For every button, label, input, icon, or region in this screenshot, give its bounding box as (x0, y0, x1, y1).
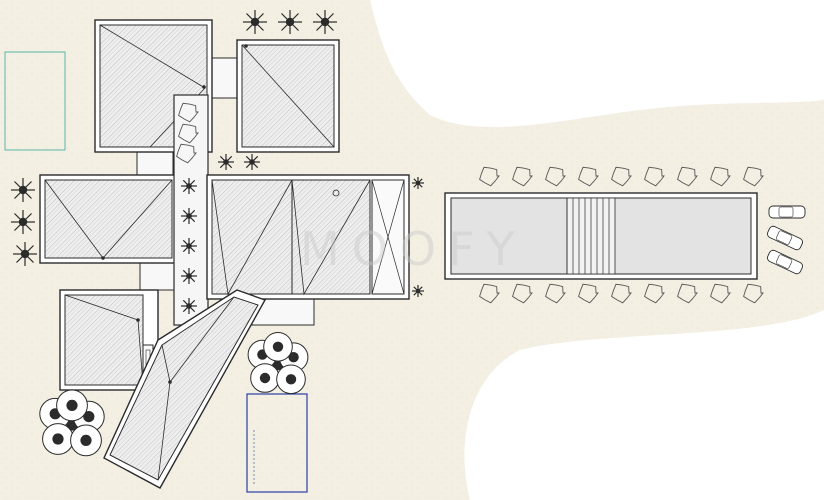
parked-cars (767, 205, 806, 275)
hedge-cloud-icon (743, 166, 764, 187)
hedge-cloud-icon (644, 283, 665, 304)
hedge-cloud-icon (710, 166, 731, 187)
roof-west-wing (39, 174, 178, 264)
hedge-cloud-icon (512, 283, 533, 304)
hedge-cloud-icon (176, 143, 197, 164)
palm-star-icon (218, 154, 234, 170)
palm-star-icon (412, 177, 424, 189)
roof-central (206, 174, 410, 300)
palm-star-icon (13, 242, 37, 266)
palm-star-icon (181, 238, 197, 254)
cyan-boundary-outline (4, 51, 66, 151)
hedge-cloud-icon (479, 283, 500, 304)
roof-south-west (59, 289, 159, 396)
hedge-cloud-icon (479, 166, 500, 187)
palm-star-icon (278, 10, 302, 34)
hedge-rows (176, 102, 764, 304)
car-icon (767, 249, 803, 275)
central-garden-strip (173, 94, 209, 326)
hedge-cloud-icon (710, 283, 731, 304)
palm-star-icon (181, 178, 197, 194)
palm-star-icon (181, 208, 197, 224)
hedge-cloud-icon (677, 166, 698, 187)
palm-star-icon (243, 10, 267, 34)
palm-star-icon (11, 210, 35, 234)
hedge-cloud-icon (578, 283, 599, 304)
pool-steps (566, 197, 616, 275)
blue-boundary-outline (246, 393, 308, 493)
hedge-cloud-icon (743, 283, 764, 304)
roof-north-east (236, 39, 340, 153)
shrub-cluster-icon (39, 389, 105, 457)
hedge-cloud-icon (545, 166, 566, 187)
car-icon (768, 205, 806, 219)
car-icon (767, 225, 803, 251)
vegetation (11, 10, 424, 457)
palm-star-icon (412, 285, 424, 297)
palm-star-icon (11, 178, 35, 202)
swimming-pool (444, 192, 758, 280)
hedge-cloud-icon (611, 283, 632, 304)
roof-diagonal-wing (103, 289, 267, 489)
hedge-cloud-icon (644, 166, 665, 187)
hedge-cloud-icon (611, 166, 632, 187)
palm-star-icon (313, 10, 337, 34)
shrub-cluster-icon (247, 332, 309, 395)
hedge-cloud-icon (178, 102, 199, 123)
palm-star-icon (181, 268, 197, 284)
hedge-cloud-icon (512, 166, 533, 187)
palm-star-icon (181, 298, 197, 314)
hedge-cloud-icon (178, 123, 199, 144)
hedge-cloud-icon (677, 283, 698, 304)
hedge-cloud-icon (545, 283, 566, 304)
palm-star-icon (244, 154, 260, 170)
terrace-slabs (136, 57, 315, 326)
hedge-cloud-icon (578, 166, 599, 187)
